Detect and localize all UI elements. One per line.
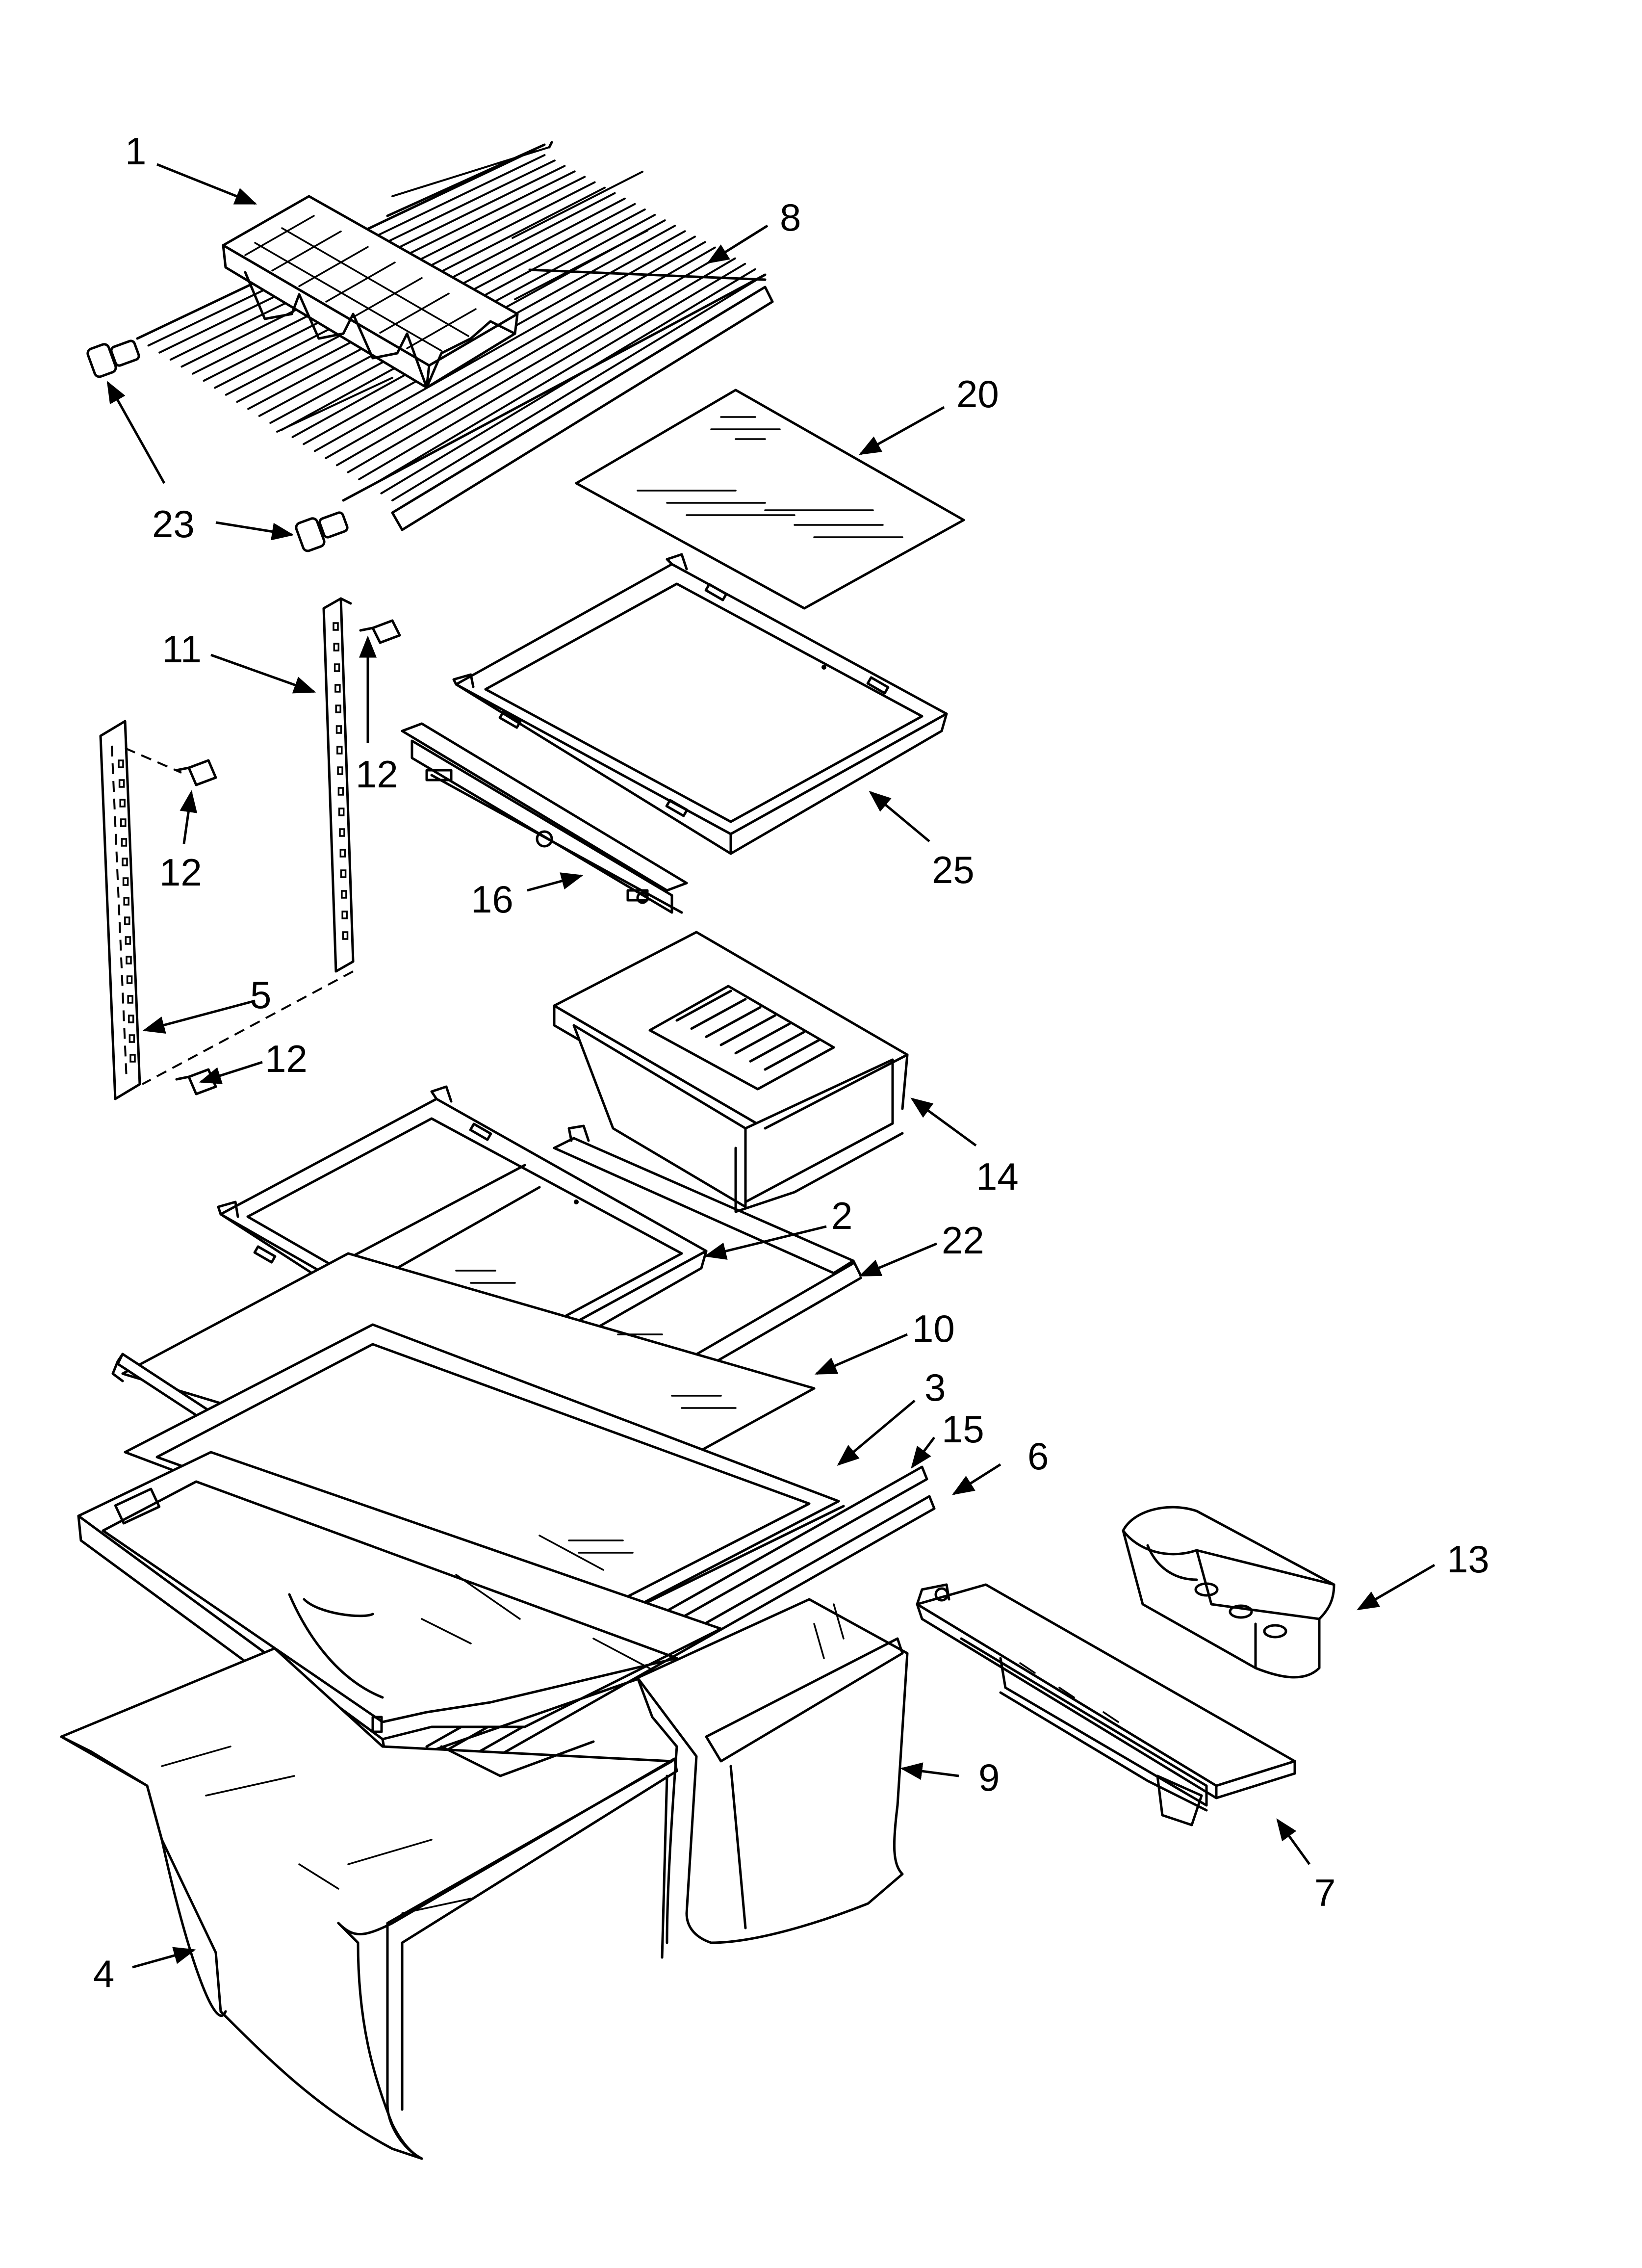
shelf-end-cap-part-23-left[interactable] (86, 339, 140, 378)
basket-part-14[interactable] (553, 931, 909, 1213)
callout-20: 20 (956, 372, 999, 416)
shelf-end-cap-part-23-right[interactable] (295, 511, 349, 552)
callout-6: 6 (1027, 1434, 1049, 1478)
crisper-drawer-part-4[interactable] (60, 1647, 678, 2160)
callout-3: 3 (924, 1366, 946, 1409)
control-housing-part-7[interactable] (916, 1583, 1296, 1826)
rail-alignment-dashes (125, 747, 354, 1085)
callout-10: 10 (912, 1307, 955, 1350)
callout-14: 14 (976, 1155, 1019, 1198)
callout-8: 8 (780, 196, 801, 239)
callout-13: 13 (1447, 1538, 1489, 1581)
screw-part-12-mid[interactable] (175, 759, 217, 786)
callout-7: 7 (1314, 1871, 1335, 1914)
callout-12-c: 12 (265, 1037, 308, 1080)
callout-12-b: 12 (159, 851, 202, 894)
callout-22: 22 (942, 1219, 984, 1262)
callout-23: 23 (152, 502, 195, 546)
ice-tray-part-1[interactable] (222, 195, 519, 389)
callout-2: 2 (831, 1194, 852, 1237)
callout-25: 25 (932, 848, 975, 891)
callout-9: 9 (978, 1756, 1000, 1799)
door-bin-part-13[interactable] (1122, 1506, 1335, 1679)
callout-4: 4 (93, 1952, 114, 1995)
shelf-frame-part-25[interactable] (452, 553, 948, 855)
shelf-rail-part-5[interactable] (99, 720, 141, 1100)
glass-panel-part-20[interactable] (575, 389, 965, 610)
shelf-rail-part-11[interactable] (322, 597, 355, 973)
callout-16: 16 (471, 878, 513, 921)
callout-5: 5 (250, 973, 271, 1017)
screw-part-12-bottom[interactable] (175, 1068, 217, 1095)
crisper-drawer-part-9[interactable] (636, 1598, 909, 1944)
callout-12-a: 12 (356, 753, 398, 796)
callout-labels: 1 8 20 23 11 12 12 12 25 16 5 14 2 22 10… (93, 130, 1489, 1995)
callout-1: 1 (125, 130, 146, 173)
leader-lines (106, 163, 1436, 1969)
shelf-trim-part-16[interactable] (401, 722, 688, 914)
callout-11: 11 (162, 627, 202, 671)
screw-part-12-top[interactable] (359, 619, 401, 644)
callout-15: 15 (942, 1408, 984, 1451)
